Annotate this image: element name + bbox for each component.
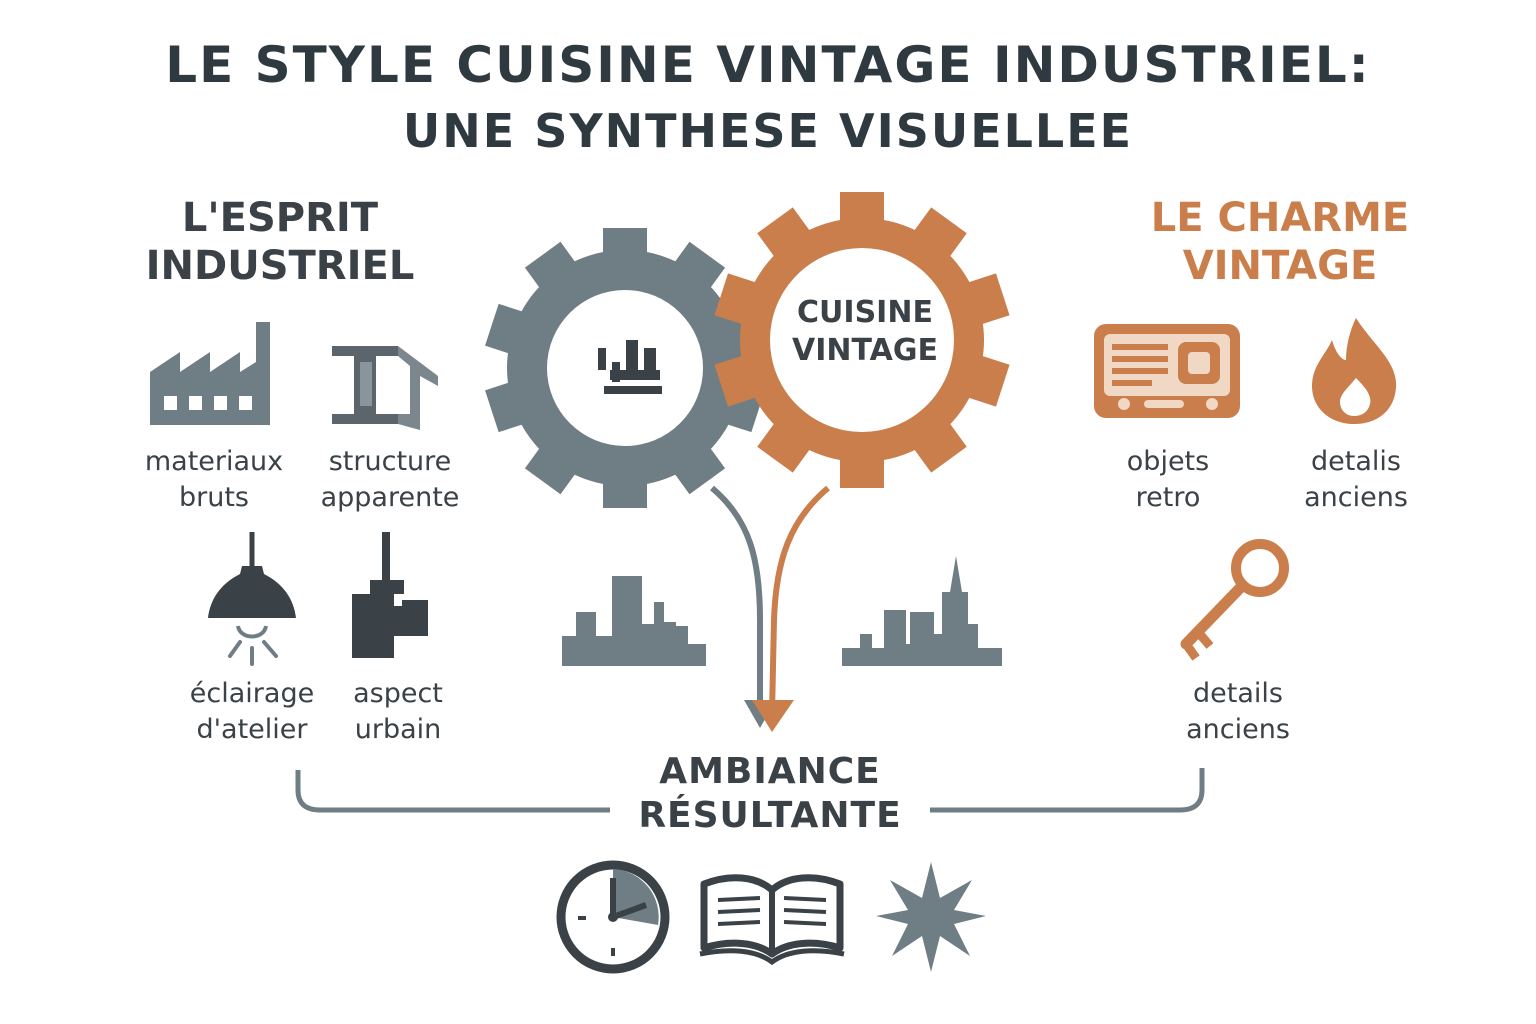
label-line-2: anciens (1186, 714, 1290, 745)
retro-radio-icon (1094, 324, 1240, 418)
label-line-2: urbain (354, 714, 442, 745)
city-skyline-icon (842, 556, 1002, 666)
label-line-1: materiaux (144, 446, 284, 477)
label-line-1: detalis (1311, 446, 1401, 477)
gear-label-line-2: VINTAGE (792, 333, 938, 368)
label-line-1: objets (1126, 446, 1210, 477)
label-line-1: details (1193, 678, 1283, 709)
label-line-1: structure (328, 446, 452, 477)
label-line-2: retro (1135, 482, 1201, 513)
star-burst-icon (876, 862, 986, 972)
title-line-2: UNE SYNTHESE VISUELLEE (402, 104, 1134, 158)
factory-icon (150, 322, 270, 425)
title-line-1: LE STYLE CUISINE VINTAGE INDUSTRIEL: (165, 36, 1371, 94)
label-line-2: apparente (320, 482, 460, 513)
orange-arrow (752, 485, 830, 732)
cuisine-vintage-label: CUISINE VINTAGE (760, 294, 970, 370)
orange-gear-icon (714, 192, 1010, 488)
label-line-1: éclairage (189, 678, 315, 709)
label-objets-retro: objets retro (1088, 444, 1248, 516)
steel-beam-icon (332, 346, 438, 430)
flame-icon (1312, 318, 1397, 424)
old-key-icon (1180, 539, 1289, 661)
result-line-2: RÉSULTANTE (638, 795, 902, 836)
right-heading-line-2: VINTAGE (1182, 243, 1378, 289)
gear-label-line-1: CUISINE (797, 295, 933, 330)
left-heading-line-2: INDUSTRIEL (145, 243, 415, 289)
label-line-2: d'atelier (196, 714, 308, 745)
label-line-2: anciens (1304, 482, 1408, 513)
city-skyline-icon (562, 576, 706, 666)
result-line-1: AMBIANCE (659, 751, 881, 792)
label-aspect-urbain: aspect urbain (318, 676, 478, 748)
result-bracket (295, 768, 1205, 813)
clock-icon (556, 860, 670, 974)
right-heading-line-1: LE CHARME (1150, 195, 1410, 241)
pipe-valve-icon (352, 532, 428, 658)
label-materiaux-bruts: materiaux bruts (124, 444, 304, 516)
open-book-icon (699, 874, 845, 966)
label-details-anciens: details anciens (1158, 676, 1318, 748)
right-section-heading: LE CHARME VINTAGE (1110, 194, 1450, 290)
label-structure-apparente: structure apparente (300, 444, 480, 516)
label-eclairage-atelier: éclairage d'atelier (162, 676, 342, 748)
label-detalis-anciens: detalis anciens (1276, 444, 1436, 516)
label-line-2: bruts (178, 482, 249, 513)
pendant-lamp-icon (208, 532, 296, 666)
ambiance-resultante-label: AMBIANCE RÉSULTANTE (560, 750, 980, 838)
stove-icon (598, 340, 662, 394)
left-heading-line-1: L'ESPRIT (181, 195, 379, 241)
gray-arrow (710, 485, 776, 728)
label-line-1: aspect (353, 678, 443, 709)
left-section-heading: L'ESPRIT INDUSTRIEL (120, 194, 440, 290)
